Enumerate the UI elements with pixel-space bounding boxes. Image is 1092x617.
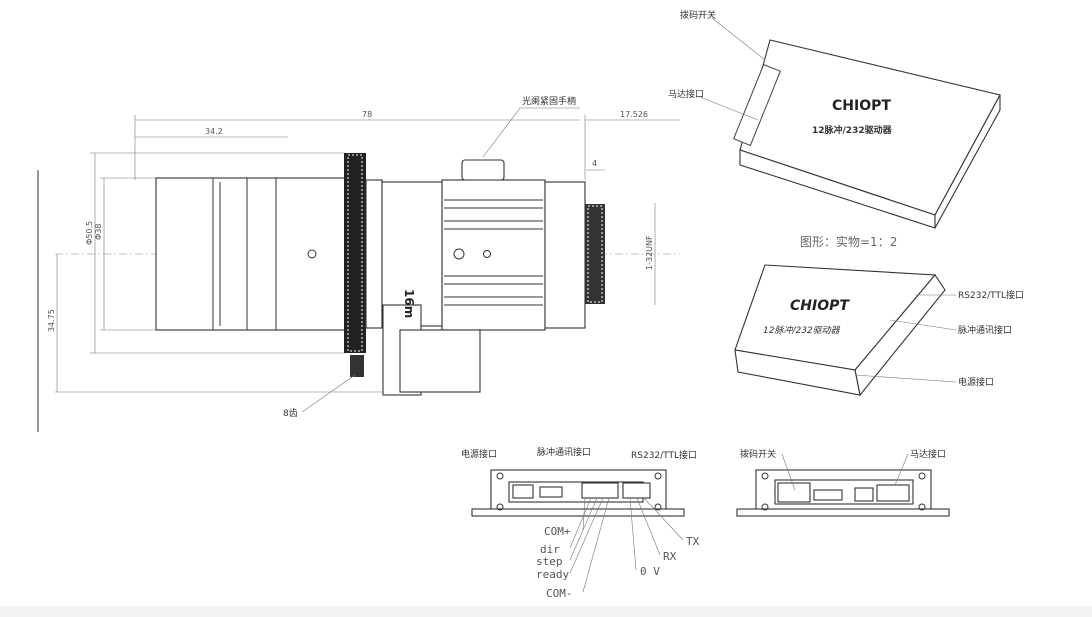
top-brand: CHIOPT	[832, 98, 891, 114]
driver-top-view: CHIOPT 12脉冲/232驱动器 拨码开关 马达接口	[668, 9, 1001, 229]
pin-rx: RX	[663, 550, 677, 563]
dim-front-length: 34.2	[205, 127, 223, 136]
lens-drawing: 78 34.2 17.526 4 Φ50.5 Φ38 34.75 1-32UNF	[37, 95, 680, 432]
label-power-front: 电源接口	[461, 448, 497, 460]
dim-back-focus: 17.526	[620, 110, 648, 119]
bottom-bar	[0, 606, 1092, 617]
label-iris-handle: 光阑紧固手柄	[522, 95, 576, 107]
dim-height: 34.75	[47, 309, 56, 332]
label-gear: 8齿	[283, 408, 298, 419]
label-motor-port-back: 马达接口	[910, 448, 946, 460]
label-rs232-iso: RS232/TTL接口	[958, 289, 1024, 301]
pin-ready: ready	[536, 568, 569, 581]
label-rs232-front: RS232/TTL接口	[631, 449, 697, 461]
driver-iso-view: CHIOPT 12脉冲/232驱动器 RS232/TTL接口 脉冲通讯接口 电源…	[734, 264, 1024, 397]
label-pulse-iso: 脉冲通讯接口	[958, 324, 1012, 336]
dim-barrel-diameter: Φ38	[94, 224, 103, 240]
label-dip-switch-back: 拨码开关	[740, 448, 776, 460]
pin-dir: dir	[540, 543, 560, 556]
dim-flange: 4	[592, 159, 597, 168]
pin-tx: TX	[686, 535, 700, 548]
dim-total-length: 78	[362, 110, 372, 119]
scale-note: 图形：实物=1：2	[800, 234, 897, 249]
dim-thread: 1-32UNF	[645, 235, 654, 270]
iso-product: 12脉冲/232驱动器	[763, 325, 841, 336]
dim-outer-diameter: Φ50.5	[85, 221, 94, 245]
back-panel: 拨码开关 马达接口	[736, 448, 950, 517]
label-size: 16m	[402, 289, 416, 318]
iso-brand: CHIOPT	[790, 298, 850, 314]
pin-com-plus: COM+	[544, 525, 571, 538]
label-pulse-front: 脉冲通讯接口	[537, 446, 591, 458]
pin-com-minus: COM-	[546, 587, 573, 600]
label-motor-port-top: 马达接口	[668, 88, 704, 100]
label-dip-switch-top: 拨码开关	[680, 9, 716, 21]
label-power-iso: 电源接口	[958, 376, 994, 388]
pin-step: step	[536, 555, 563, 568]
top-product: 12脉冲/232驱动器	[812, 124, 893, 136]
front-panel: 电源接口 脉冲通讯接口 RS232/TTL接口 COM+ dir step re…	[461, 446, 700, 600]
pin-0v: 0 V	[640, 565, 660, 578]
